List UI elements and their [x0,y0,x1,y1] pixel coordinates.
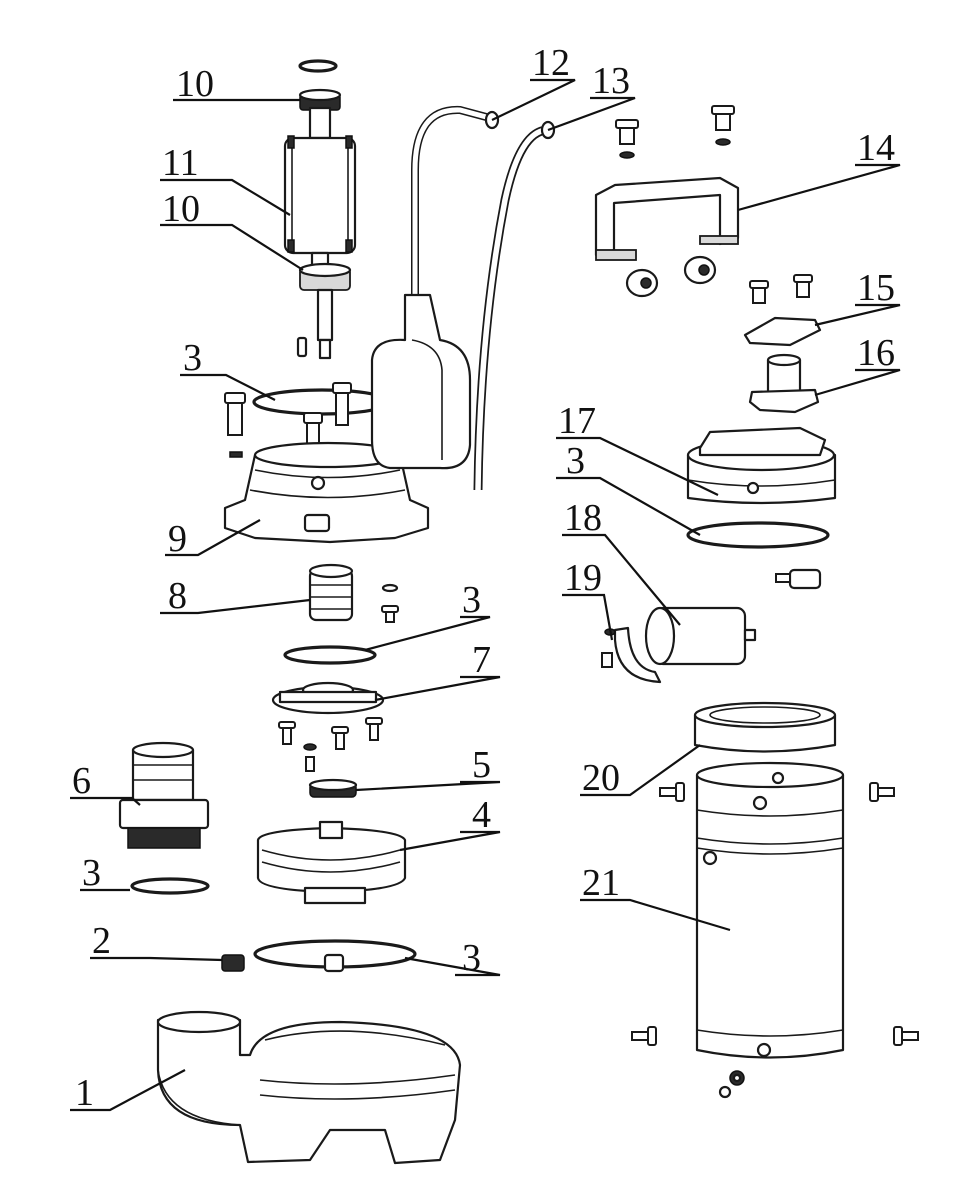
part-2-plug [221,954,245,972]
callout-3-middle: 3 [462,579,481,621]
part-3-oring-right [686,521,830,549]
callout-13: 13 [592,60,630,102]
leader-lines [70,78,901,1112]
part-3-oring-bottom [253,939,417,973]
part-3-oring-left [130,877,210,895]
callout-14: 14 [857,127,895,169]
part-shaft [316,288,334,360]
part-5-ring [308,778,358,798]
part-cable-plug [775,568,822,590]
part-12-float-switch [370,105,500,470]
part-20-ring [693,701,837,753]
callout-3-right: 3 [566,440,585,482]
callout-1: 1 [75,1072,94,1114]
callout-16: 16 [857,332,895,374]
callout-3-upper: 3 [183,337,202,379]
callout-8: 8 [168,575,187,617]
part-11-rotor [283,106,357,255]
callout-12: 12 [532,42,570,84]
callout-21: 21 [582,862,620,904]
part-1-pump-casing [156,1010,462,1165]
callout-15: 15 [857,267,895,309]
part-top-oring [298,59,338,73]
callout-7: 7 [472,639,491,681]
callout-labels: 10 11 10 3 9 8 3 7 6 5 4 3 2 3 1 12 13 1… [72,42,895,1114]
callout-6: 6 [72,760,91,802]
part-9-motor-housing [223,441,430,544]
part-18-capacitor [644,606,757,666]
part-3-oring-upper [252,388,392,416]
callout-17: 17 [558,400,596,442]
callout-3-bottom: 3 [462,937,481,979]
part-3-oring-middle [283,645,377,665]
part-14-handle [594,176,740,261]
callout-19: 19 [564,557,602,599]
part-7-screws [278,717,383,772]
part-13-cable [473,120,556,491]
part-7-seal-plate [271,681,385,715]
part-key [296,336,308,358]
part-4-impeller [256,820,407,905]
part-21-side-screws [631,782,919,1099]
part-10-lower-bearing [298,251,352,291]
part-14-bolts [615,105,735,298]
callout-4: 4 [472,794,491,836]
part-8-mechanical-seal [308,563,354,622]
callout-2: 2 [92,920,111,962]
part-17-top-cover [686,426,837,505]
callout-11: 11 [162,142,199,184]
part-15-clamp [743,274,822,347]
part-16-cable-gland [748,353,820,414]
callout-9: 9 [168,518,187,560]
callout-10-lower: 10 [162,188,200,230]
callout-5: 5 [472,744,491,786]
part-6-hose-adapter [118,741,210,849]
part-10-upper-bearing [298,88,342,111]
callout-3-left: 3 [82,852,101,894]
callout-20: 20 [582,757,620,799]
callout-18: 18 [564,497,602,539]
part-8-small-screw [381,583,399,623]
part-19-capacitor-clip [601,626,662,684]
part-21-motor-sleeve [695,761,845,1059]
callout-10-upper: 10 [176,63,214,105]
